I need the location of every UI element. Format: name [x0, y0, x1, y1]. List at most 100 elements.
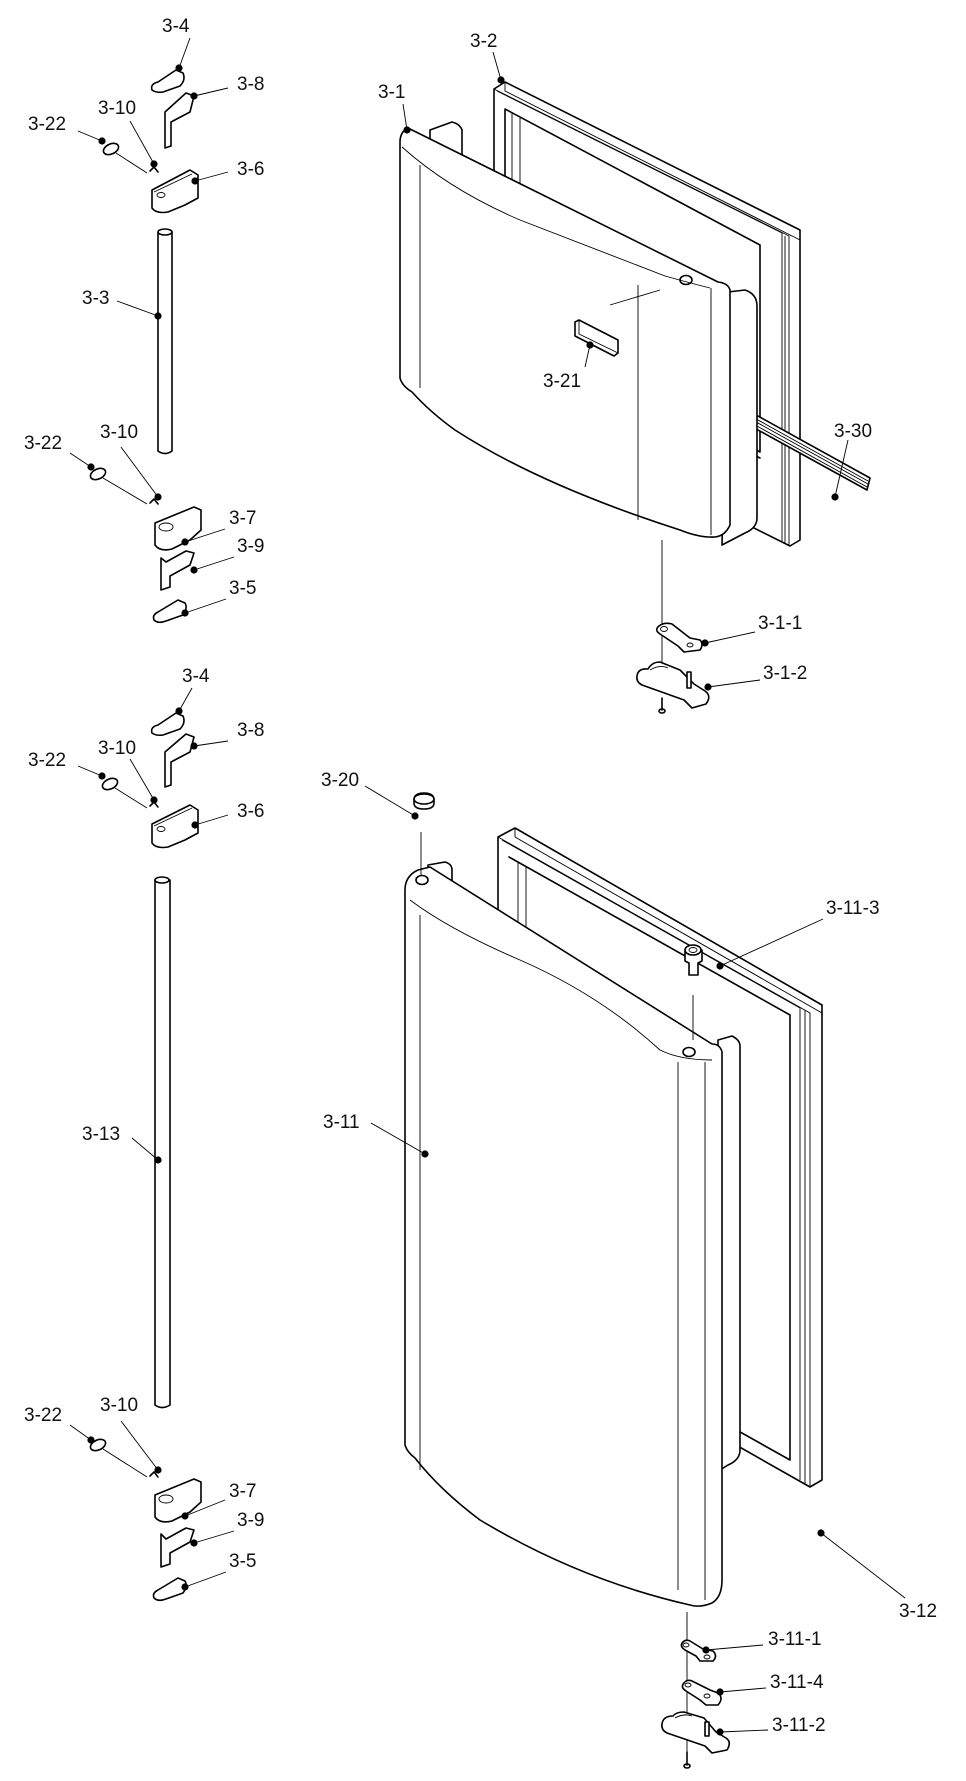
hinge-set-top — [102, 69, 199, 455]
callout-dot-3-10b — [154, 493, 162, 501]
callout-label-3-22d: 3-22 — [24, 1405, 62, 1426]
callout-label-3-3: 3-3 — [82, 288, 109, 309]
screw-cap-3-22d — [89, 1438, 107, 1452]
callout-dot-3-8 — [190, 92, 198, 100]
leader-line-3-10b — [120, 446, 159, 498]
leader-line-3-13 — [131, 1137, 159, 1161]
leader-line-3-4 — [178, 37, 191, 69]
callout-dot-3-22c — [98, 772, 106, 780]
callout-label-3-4b: 3-4 — [182, 666, 210, 687]
callout-dot-3-22 — [98, 137, 106, 145]
freezer-door-3-1 — [399, 121, 758, 546]
leader-line-3-22d — [69, 1424, 92, 1441]
callout-dot-3-5b — [181, 1583, 189, 1591]
callout-dot-3-1-1 — [701, 639, 709, 647]
callout-dot-3-2 — [497, 76, 505, 84]
callout-dot-3-13 — [154, 1156, 162, 1164]
leader-line-3-9b — [193, 1530, 235, 1544]
hinge-block-3-6b — [151, 804, 199, 849]
callout-label-3-10d: 3-10 — [100, 1395, 138, 1416]
callout-label-3-9: 3-9 — [237, 536, 264, 557]
hinge-cover-3-4 — [150, 69, 185, 94]
leader-line-3-20 — [364, 785, 416, 817]
callout-dot-3-6 — [191, 177, 199, 185]
leader-line-3-7 — [184, 528, 226, 543]
callout-dot-3-1-2 — [704, 683, 712, 691]
callout-dot-3-7b — [181, 1512, 189, 1520]
leader-line-3-6b — [194, 814, 229, 826]
callout-label-3-11-4: 3-11-4 — [770, 1672, 824, 1693]
freezer-hinge-plate-3-1-1 — [655, 622, 703, 653]
callout-label-3-1-1: 3-1-1 — [758, 613, 802, 634]
screw-cap-3-22c — [101, 777, 119, 791]
callout-label-3-11-2: 3-11-2 — [772, 1715, 826, 1736]
callout-label-3-1: 3-1 — [378, 82, 405, 103]
hinge-cover-3-4b — [150, 712, 185, 737]
leader-line-3-9 — [193, 556, 235, 571]
callout-dot-3-4b — [175, 707, 183, 715]
door-badge-3-21 — [574, 319, 619, 357]
leader-line-3-11-4 — [719, 1687, 767, 1693]
leader-line-3-4b — [178, 687, 193, 712]
callout-label-3-7b: 3-7 — [229, 1481, 256, 1502]
callout-dot-3-6b — [191, 821, 199, 829]
hinge-block-3-6 — [151, 169, 199, 214]
callout-dot-3-10d — [154, 1466, 162, 1474]
callout-label-3-9b: 3-9 — [237, 1510, 264, 1531]
callout-labels: 3-43-83-223-103-63-33-223-103-73-93-53-4… — [24, 16, 937, 1736]
callout-label-3-1-2: 3-1-2 — [763, 663, 807, 684]
callout-dot-3-11-1 — [702, 1646, 710, 1654]
callout-label-3-7: 3-7 — [229, 508, 256, 529]
callout-label-3-10: 3-10 — [98, 98, 136, 119]
callout-label-3-10c: 3-10 — [98, 738, 136, 759]
screw-freezer-hinge — [658, 697, 666, 714]
callout-dot-3-22b — [87, 463, 95, 471]
leader-line-3-2 — [492, 51, 502, 81]
leader-line-3-30 — [834, 439, 849, 498]
hinge-bracket-3-9 — [160, 550, 195, 591]
leader-line-3-1 — [402, 103, 408, 131]
hinge-block-3-7 — [154, 506, 202, 551]
callout-dot-3-11-3 — [716, 962, 724, 970]
callout-dot-3-8b — [190, 742, 198, 750]
callout-label-3-12: 3-12 — [899, 1601, 937, 1622]
leader-line-3-10 — [129, 120, 155, 165]
callout-dot-3-4 — [175, 64, 183, 72]
callout-label-3-22b: 3-22 — [24, 433, 62, 454]
callout-label-3-6b: 3-6 — [237, 801, 264, 822]
leader-line-3-22 — [77, 130, 103, 142]
callout-label-3-13: 3-13 — [82, 1124, 120, 1145]
hinge-set-top-lower — [89, 467, 202, 624]
callout-label-3-4: 3-4 — [162, 16, 190, 37]
callout-dot-3-9b — [190, 1539, 198, 1547]
callout-leaders — [69, 37, 906, 1736]
screw-3-10 — [149, 166, 159, 173]
callout-label-3-30: 3-30 — [834, 421, 872, 442]
hinge-hole-cap-3-20 — [413, 792, 435, 875]
callout-label-3-2: 3-2 — [470, 31, 497, 52]
fridge-hinge-plate-3-11-1 — [680, 1639, 717, 1662]
leader-line-3-8b — [193, 740, 229, 747]
leader-line-3-8 — [193, 87, 229, 97]
leader-line-3-21 — [584, 344, 591, 368]
hinge-cover-3-5 — [152, 599, 187, 624]
callout-label-3-22: 3-22 — [28, 114, 66, 135]
fridge-hinge-spacer-3-11-4 — [681, 1679, 722, 1706]
leader-line-3-11-1 — [705, 1644, 764, 1651]
callout-label-3-10b: 3-10 — [100, 422, 138, 443]
callout-dot-3-7 — [181, 538, 189, 546]
hinge-bracket-3-9b — [160, 1527, 195, 1568]
leader-line-3-11-3 — [719, 918, 824, 967]
hinge-bushing-3-11-3 — [684, 944, 703, 1040]
leader-line-3-5b — [184, 1571, 227, 1588]
leader-line-3-22c — [77, 765, 103, 777]
callout-dot-3-11-4 — [716, 1688, 724, 1696]
callout-label-3-8: 3-8 — [237, 74, 264, 95]
hinge-bracket-3-8 — [164, 92, 195, 149]
callout-dot-3-11-2 — [716, 1728, 724, 1736]
leader-line-3-10c — [129, 758, 155, 801]
callout-dot-3-9 — [190, 566, 198, 574]
callout-label-3-8b: 3-8 — [237, 720, 264, 741]
leader-line-3-12 — [820, 1532, 906, 1599]
